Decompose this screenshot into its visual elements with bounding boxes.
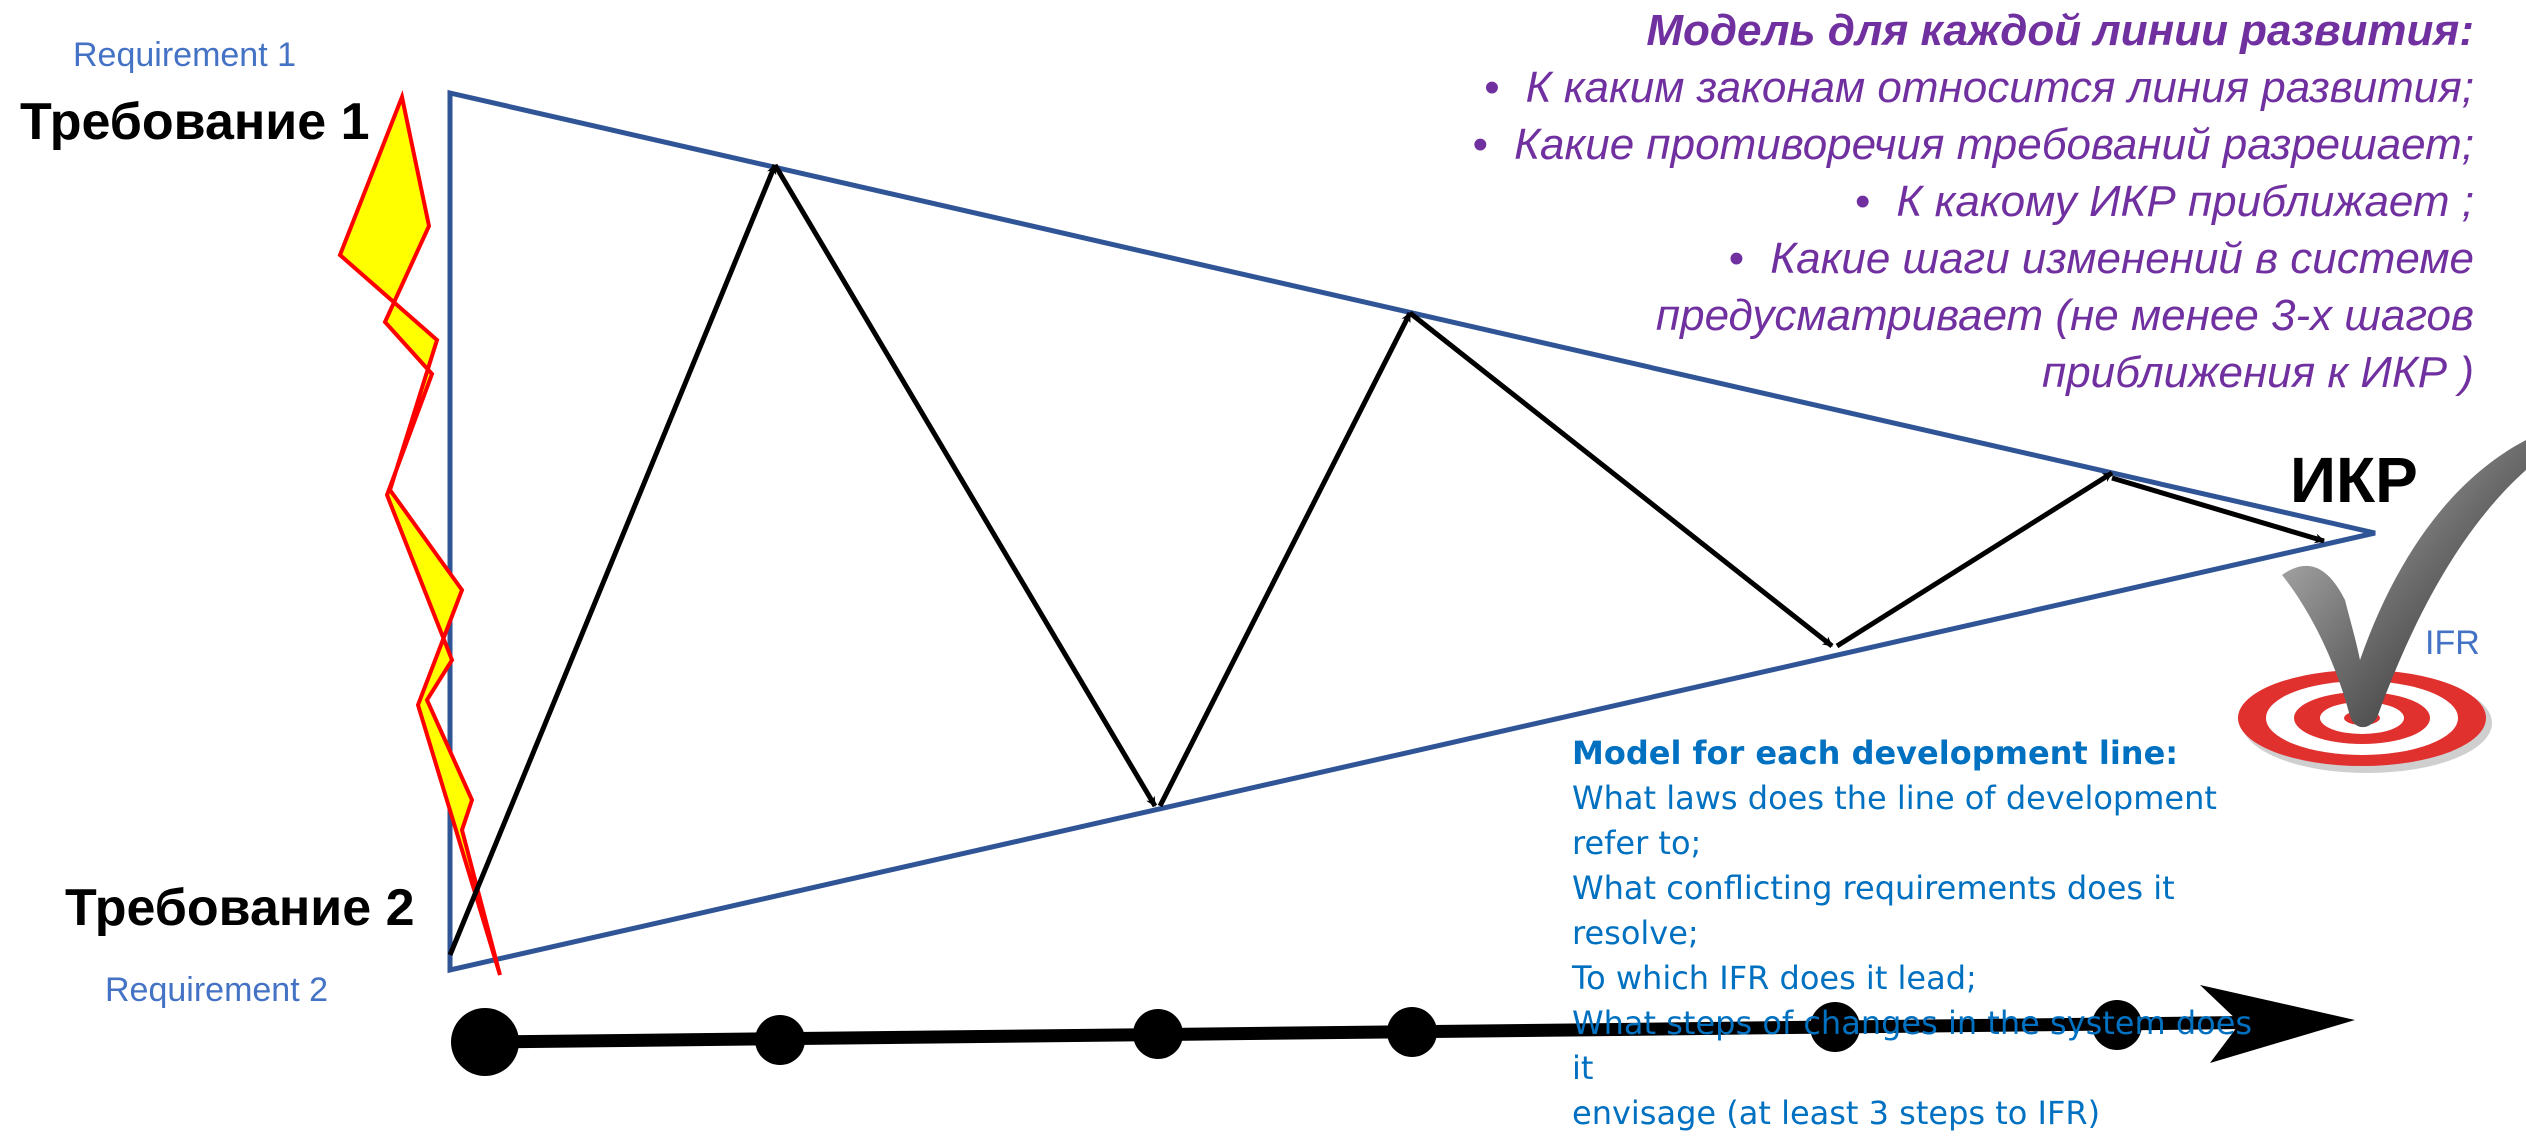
ru-list-item-continuation: предусматривает (не менее 3-х шагов — [1655, 291, 2474, 340]
zigzag-arrow-1 — [447, 164, 778, 956]
timeline-point — [1810, 1002, 1860, 1052]
en-line: envisage (at least 3 steps to IFR) — [1572, 1094, 2101, 1132]
timeline-point — [1387, 1007, 1437, 1057]
requirement-2-en-label: Requirement 2 — [105, 971, 329, 1009]
requirement-2-ru-label: Требование 2 — [65, 879, 415, 937]
ru-list-item: •К какому ИКР приближает ; — [1855, 177, 2474, 226]
ru-model-description: Модель для каждой линии развития: •К как… — [1224, 2, 2474, 401]
lightning-bolt-icon — [337, 90, 502, 976]
en-model-title: Model for each development line: — [1572, 734, 2179, 772]
bullet-icon: • — [1855, 177, 1871, 226]
ru-list-item: •Какие противоречия требований разрешает… — [1472, 120, 2474, 169]
timeline-point — [755, 1015, 805, 1065]
requirement-1-en-label: Requirement 1 — [73, 36, 297, 74]
ru-list-item: •Какие шаги изменений в системе — [1728, 234, 2474, 283]
zigzag-arrow-4 — [1408, 311, 1834, 648]
bullet-icon: • — [1728, 234, 1745, 283]
zigzag-arrow-5 — [1835, 470, 2114, 649]
ru-list-item: •К каким законам относится линия развити… — [1484, 63, 2474, 112]
en-line: What steps of changes in the system does… — [1572, 1004, 2253, 1087]
timeline-arrow — [451, 985, 2355, 1076]
bullet-icon: • — [1484, 63, 1500, 112]
en-model-description: Model for each development line: What la… — [1572, 731, 2272, 1136]
en-line: What conflicting requirements does it re… — [1572, 869, 2175, 952]
timeline-point — [2092, 1000, 2142, 1050]
timeline-point — [1133, 1009, 1183, 1059]
zigzag-arrow-3 — [1157, 311, 1413, 808]
diagram-canvas — [337, 89, 2526, 1076]
zigzag-arrows — [447, 163, 2325, 956]
en-line: What laws does the line of development r… — [1572, 779, 2217, 862]
zigzag-arrow-2 — [772, 163, 1158, 808]
ru-list-item-continuation: приближения к ИКР ) — [2041, 348, 2474, 397]
ru-model-title: Модель для каждой линии развития: — [1646, 6, 2474, 55]
timeline-arrowhead — [2200, 985, 2355, 1063]
en-line: To which IFR does it lead; — [1572, 959, 1977, 997]
ikr-label: ИКР — [2290, 444, 2418, 516]
zigzag-arrow-6 — [2111, 475, 2325, 544]
checkmark-icon — [2282, 440, 2526, 728]
ifr-label: IFR — [2425, 624, 2480, 662]
requirement-1-ru-label: Требование 1 — [20, 93, 370, 151]
development-line-diagram: Requirement 1 Требование 1 Требование 2 … — [20, 2, 2526, 1132]
bullet-icon: • — [1472, 120, 1489, 169]
timeline-point — [451, 1008, 519, 1076]
